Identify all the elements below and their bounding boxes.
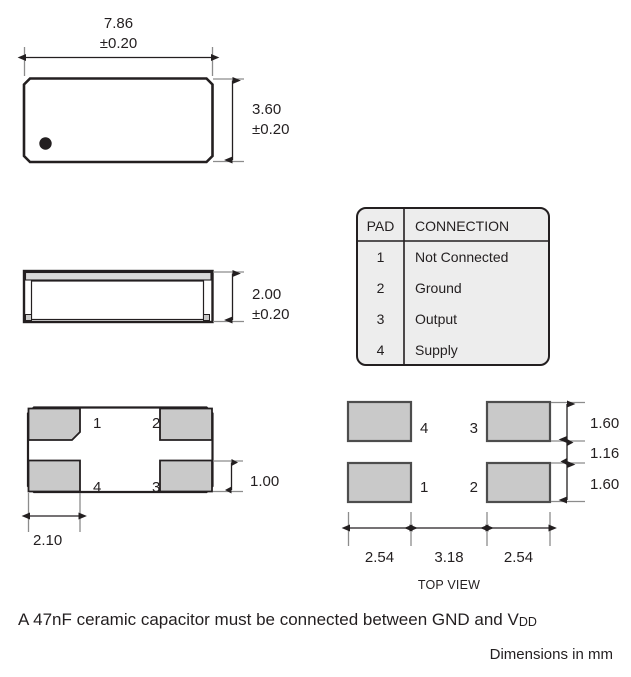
units-note: Dimensions in mm: [490, 646, 613, 663]
table-row: 3 Output: [377, 311, 458, 327]
footprint-pad-2: [485, 461, 552, 504]
side-view-pad-left: [25, 314, 32, 321]
thickness-value-label: 2.00: [252, 286, 281, 303]
pad-width-dim-label: 2.10: [33, 532, 62, 549]
package-body-outline: [22, 77, 214, 164]
footprint-pad-number-3: 3: [470, 420, 478, 437]
pad-number-label-2: 2: [152, 415, 160, 432]
table-border: [356, 207, 550, 366]
pad-number-label-1: 1: [93, 415, 101, 432]
height-dimension-3-60: [213, 77, 244, 164]
table-cell-connection: Not Connected: [415, 249, 508, 265]
pad-connection-table: [356, 207, 550, 366]
pin-one-marker-dot: [39, 137, 52, 150]
height-value-label: 3.60: [252, 101, 281, 118]
table-header-pad: PAD: [367, 218, 395, 234]
table-cell-pad: 2: [377, 280, 385, 296]
pad-number-label-4: 4: [93, 479, 101, 496]
capacitor-note: A 47nF ceramic capacitor must be connect…: [18, 610, 537, 629]
footprint-vdim-label-bottom: 1.60: [590, 476, 619, 493]
footprint-vdim-label-gap: 1.16: [590, 445, 619, 462]
top-view-caption: TOP VIEW: [418, 578, 480, 592]
side-view-lid-band: [24, 271, 212, 281]
table-row: 4 Supply: [377, 342, 458, 358]
table-cell-pad: 1: [377, 249, 385, 265]
pad-height-dimension-1-00: [213, 459, 243, 494]
table-cell-connection: Ground: [415, 280, 462, 296]
side-view-pad-right: [203, 314, 210, 321]
table-cell-connection: Output: [415, 311, 457, 327]
table-cell-pad: 4: [377, 342, 385, 358]
footprint-vertical-dimensions: [551, 400, 585, 504]
side-view-cavity: [30, 280, 205, 321]
pad-shape-1: [27, 407, 81, 441]
footprint-horizontal-dimensions: [341, 512, 557, 546]
footprint-hdim-label-left: 2.54: [365, 549, 394, 566]
footprint-pad-number-1: 1: [420, 479, 428, 496]
capacitor-note-main: A 47nF ceramic capacitor must be connect…: [18, 610, 519, 629]
pad-shape-4: [27, 459, 81, 493]
table-row: 2 Ground: [377, 280, 462, 296]
package-top-view: [17, 47, 244, 164]
thickness-dimension-2-00: [213, 270, 244, 324]
pad-width-dimension-2-10: [21, 493, 87, 532]
footprint-pad-3: [485, 400, 552, 443]
width-value-label: 7.86: [104, 15, 133, 32]
pad-height-dim-label: 1.00: [250, 473, 279, 490]
table-cell-connection: Supply: [415, 342, 458, 358]
footprint-pad-number-4: 4: [420, 420, 428, 437]
width-dimension-7-86: [17, 47, 220, 76]
footprint-hdim-label-middle: 3.18: [434, 549, 463, 566]
height-tolerance-label: ±0.20: [252, 121, 289, 138]
table-cell-pad: 3: [377, 311, 385, 327]
width-tolerance-label: ±0.20: [100, 35, 137, 52]
footprint-vdim-label-top: 1.60: [590, 415, 619, 432]
pad-shape-3: [159, 459, 213, 493]
table-row: 1 Not Connected: [377, 249, 509, 265]
package-side-view: [22, 269, 244, 324]
table-header-connection: CONNECTION: [415, 218, 509, 234]
footprint-pad-4: [346, 400, 413, 443]
footprint-pad-number-2: 2: [470, 479, 478, 496]
pad-shape-2: [159, 407, 213, 441]
pad-layout-bottom-view: [21, 406, 243, 532]
capacitor-note-subscript: DD: [519, 615, 537, 629]
footprint-pad-1: [346, 461, 413, 504]
pad-footprint-top-view: [341, 400, 585, 546]
thickness-tolerance-label: ±0.20: [252, 306, 289, 323]
footprint-hdim-label-right: 2.54: [504, 549, 533, 566]
pad-number-label-3: 3: [152, 479, 160, 496]
